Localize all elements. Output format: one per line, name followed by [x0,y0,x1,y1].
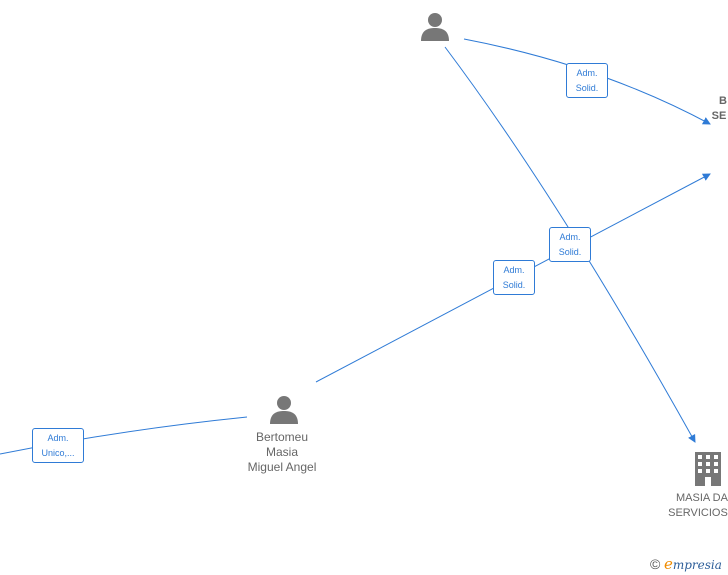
edge-top-person-to-company-bottom [444,46,696,443]
building-icon[interactable] [693,450,723,491]
person-name-line1: Bertomeu [255,430,309,444]
copyright-symbol: © [650,556,661,572]
person-icon-top[interactable] [420,12,450,47]
company-top-line2: SE [711,110,727,122]
relation-type: Solid. [575,83,599,93]
relation-type: Solid. [502,280,526,290]
relation-role: Adm. [47,433,69,443]
relation-role: Adm. [503,265,525,275]
brand-initial: e [663,555,673,573]
company-label-bottom[interactable]: MASIA DA SERVICIOS [668,491,728,521]
relation-type: Solid. [558,247,582,257]
brand-name: mpresia [672,558,722,572]
relation-label-r3[interactable]: Adm. Solid. [493,260,535,295]
relation-type: Unico,... [41,448,75,458]
relation-label-r2[interactable]: Adm. Solid. [549,227,591,262]
company-bottom-line2: SERVICIOS [668,507,728,519]
relation-label-r4[interactable]: Adm. Unico,... [32,428,84,463]
relation-role: Adm. [559,232,581,242]
company-bottom-line1: MASIA DA [676,492,728,504]
edge-offscreen-to-bertomeu [0,416,248,455]
brand-logo: © empresia [650,555,722,573]
person-icon-bertomeu[interactable] [269,395,299,430]
company-label-top[interactable]: B SE [711,94,727,124]
relation-label-r1[interactable]: Adm. Solid. [566,63,608,98]
person-name-line3: Miguel Angel [247,460,317,474]
person-label-bertomeu[interactable]: Bertomeu Masia Miguel Angel [232,430,332,475]
company-top-line1: B [719,95,727,107]
relation-role: Adm. [576,68,598,78]
person-name-line2: Masia [265,445,298,459]
